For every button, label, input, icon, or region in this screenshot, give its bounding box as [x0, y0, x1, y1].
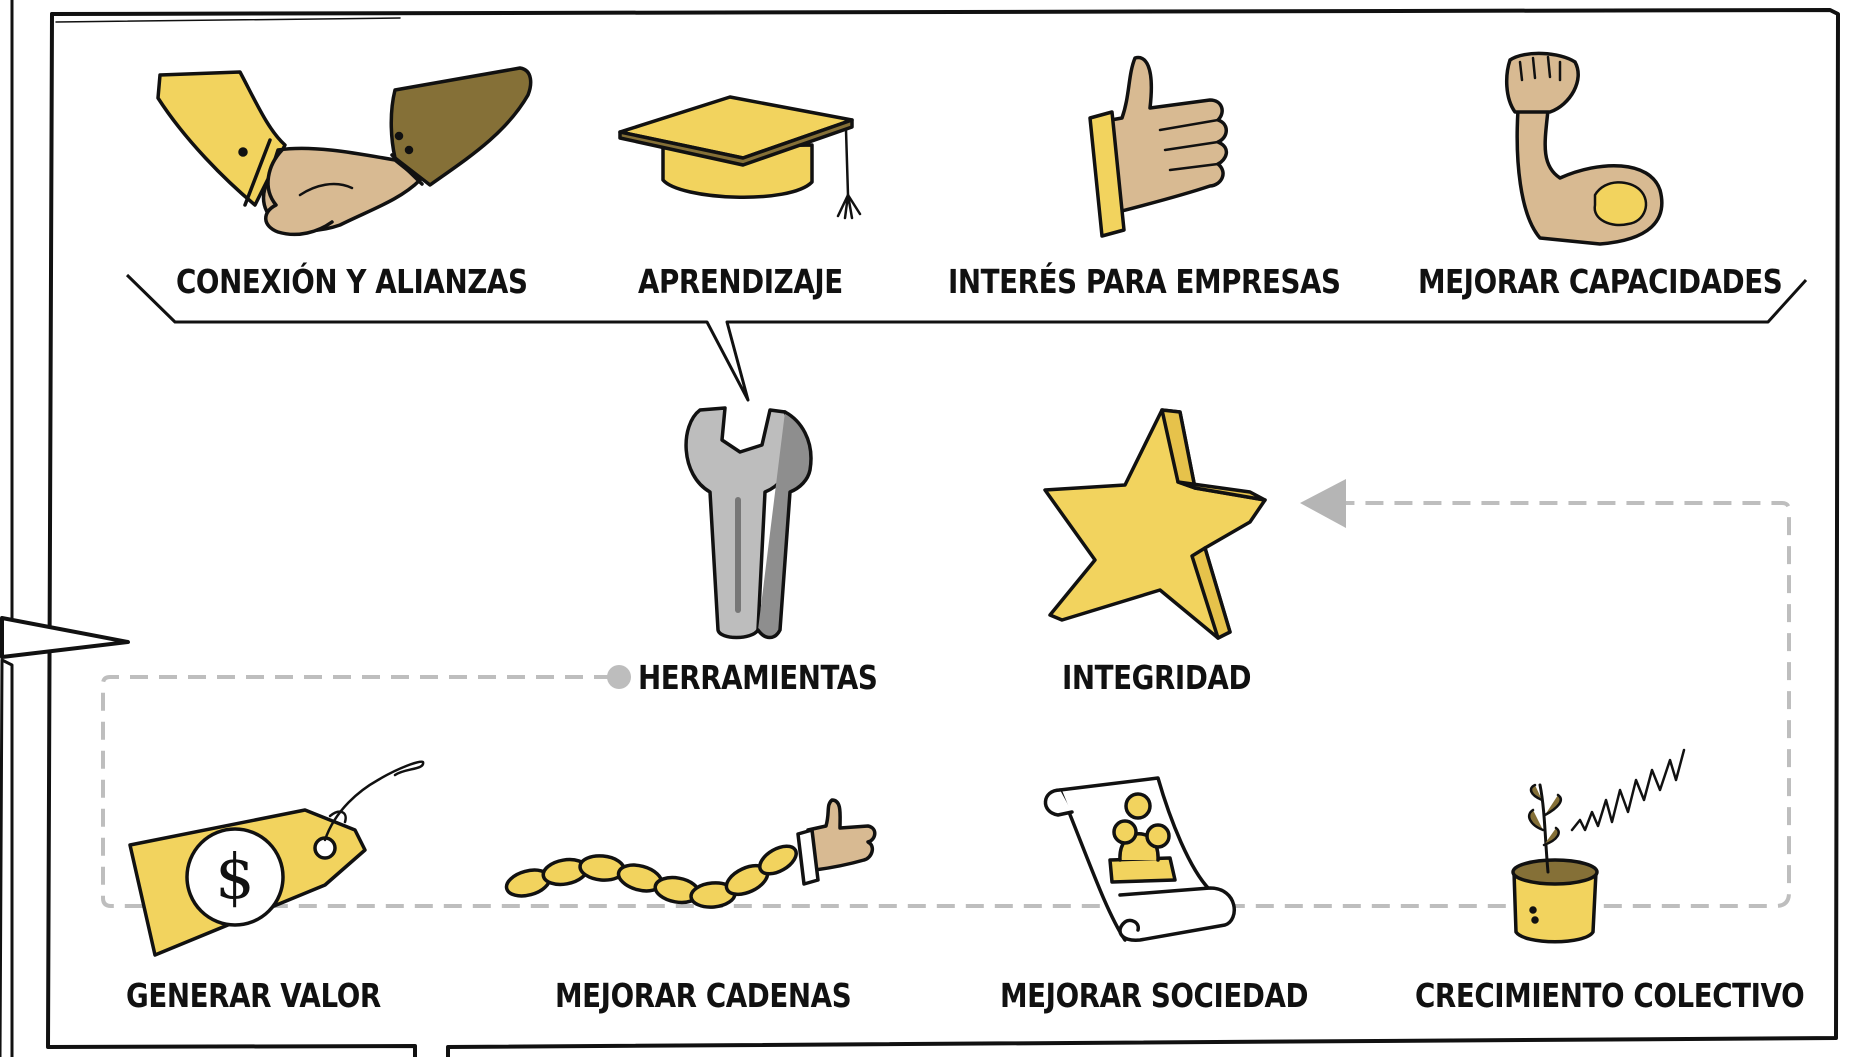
star-icon — [1043, 408, 1267, 640]
flow-arrowhead — [1300, 479, 1346, 528]
chain-icon — [504, 798, 877, 909]
dashed-flow-path — [101, 501, 1791, 908]
svg-text:$: $ — [215, 840, 254, 913]
label-aprendizaje: APRENDIZAJE — [638, 262, 843, 301]
flow-start-dot — [607, 665, 631, 689]
wrench-icon — [684, 406, 813, 640]
flexed-arm-icon — [1504, 51, 1664, 246]
label-generar-valor: GENERAR VALOR — [126, 976, 381, 1015]
label-mejorar-sociedad: MEJORAR SOCIEDAD — [1000, 976, 1309, 1015]
label-crecimiento-colectivo: CRECIMIENTO COLECTIVO — [1415, 976, 1805, 1015]
handshake-icon — [156, 66, 533, 237]
growing-plant-icon — [1511, 748, 1686, 944]
label-integridad: INTEGRIDAD — [1062, 658, 1252, 697]
label-mejorar-capacidades: MEJORAR CAPACIDADES — [1418, 262, 1783, 301]
label-mejorar-cadenas: MEJORAR CADENAS — [555, 976, 852, 1015]
label-conexion-y-alianzas: CONEXIÓN Y ALIANZAS — [176, 262, 528, 301]
top-bubble-outline — [125, 273, 1808, 402]
graduation-cap-icon — [618, 95, 862, 220]
scroll-people-icon — [1043, 776, 1236, 942]
label-interes-para-empresas: INTERÉS PARA EMPRESAS — [948, 262, 1341, 301]
thumbs-up-icon — [1088, 55, 1229, 238]
left-pointer — [0, 616, 130, 659]
price-tag-icon: $ — [128, 760, 425, 957]
label-herramientas: HERRAMIENTAS — [638, 658, 878, 697]
